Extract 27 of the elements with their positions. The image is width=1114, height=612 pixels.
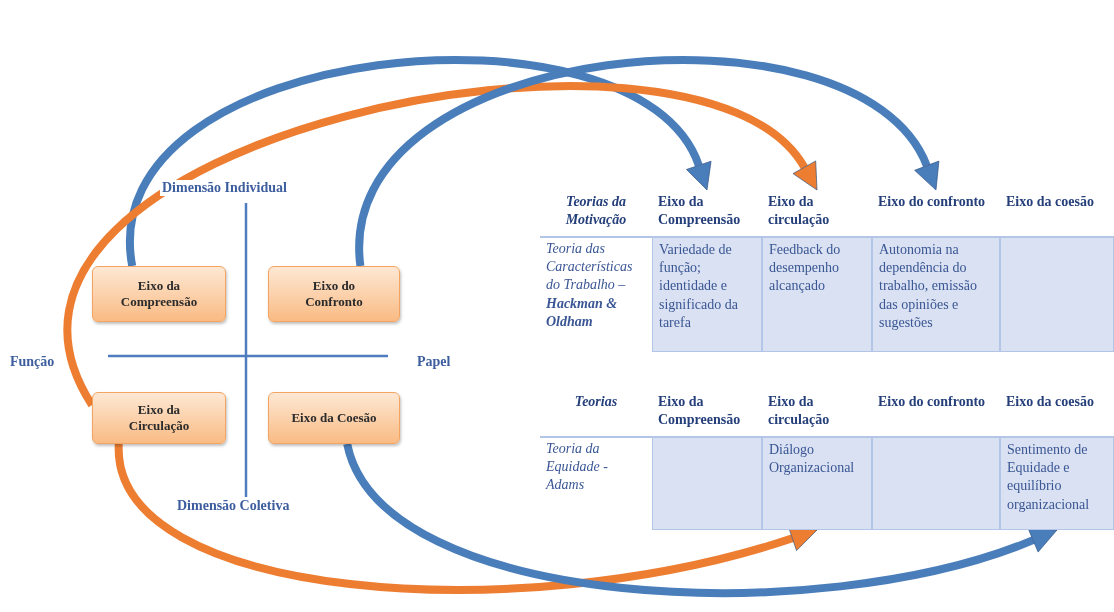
table-cell: Autonomia na dependência do trabalho, emissão das opiniões e sugestões (872, 237, 1000, 352)
row-heading: Teoria da Equidade - Adams (544, 440, 609, 495)
table-cell: Diálogo Organizacional (762, 437, 872, 530)
row-heading: Teoria das Características do Trabalho – Hackman & Oldham (545, 240, 634, 331)
column-heading: Eixo da coesão (1005, 193, 1095, 211)
curved-arrow (114, 443, 818, 594)
curved-arrow (343, 442, 1058, 597)
table-cell: Sentimento de Equidade e equilíbrio organizacional (1000, 437, 1114, 530)
axis-box: Eixo da Circulação (92, 392, 226, 444)
column-heading: Teorias (573, 393, 619, 411)
axis-label: Dimensão Individual (160, 180, 289, 196)
curved-arrow (128, 56, 713, 267)
column-heading: Eixo da circulação (767, 393, 831, 430)
table-cell: Feedback do desempenho alcançado (762, 237, 872, 352)
column-heading: Eixo do confronto (877, 393, 987, 411)
column-heading: Teorias da Motivação (564, 193, 628, 230)
axis-box: Eixo da Coesão (268, 392, 400, 444)
column-heading: Eixo da Compreensão (657, 393, 742, 430)
column-heading: Eixo da Compreensão (652, 190, 762, 237)
column-heading: Eixo da coesão (1005, 393, 1095, 411)
column-heading: Eixo da circulação (762, 190, 872, 237)
axis-box: Eixo da Compreensão (92, 266, 226, 322)
column-heading: Eixo do confronto (872, 190, 1000, 237)
axis-label: Papel (415, 354, 453, 370)
table-cell: Variedade de função; identidade e significado da tarefa (652, 237, 762, 352)
axis-box: Eixo do Confronto (268, 266, 400, 322)
axis-label: Função (8, 354, 57, 370)
